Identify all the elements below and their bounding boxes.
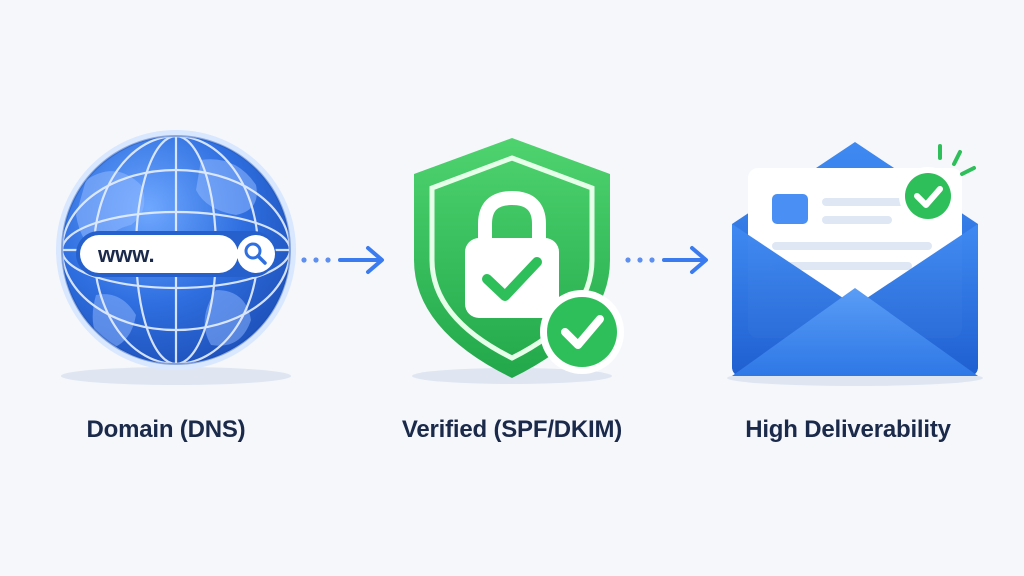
lock-shackle — [478, 190, 546, 249]
globe-search-icon: www. — [56, 130, 296, 385]
verified-badge — [547, 297, 617, 367]
envelope-front-flap — [732, 288, 978, 376]
address-text: www. — [97, 242, 155, 267]
shield-lock-icon — [412, 138, 624, 384]
step-verified: Verified (SPF/DKIM) — [362, 120, 662, 460]
letter-line — [822, 198, 912, 206]
step-label-domain: Domain (DNS) — [86, 416, 246, 443]
shield-inner-border — [429, 155, 595, 361]
lock-body — [465, 238, 559, 318]
letter-line — [772, 262, 912, 270]
search-button — [237, 235, 275, 273]
step-label-verified: Verified (SPF/DKIM) — [401, 416, 623, 443]
step-label-deliverability: High Deliverability — [745, 416, 951, 443]
step-deliverability: High Deliverability — [698, 120, 998, 460]
search-icon — [244, 242, 267, 265]
globe-shadow — [61, 367, 291, 385]
badge-check-icon — [561, 315, 604, 349]
letter-line — [822, 216, 892, 224]
letter-image-icon — [772, 194, 808, 224]
lock-check-icon — [482, 257, 542, 301]
search-input — [80, 235, 238, 273]
sparkle-icon — [938, 144, 976, 176]
letter-line — [772, 242, 932, 250]
dotted-arrow-icon — [301, 246, 384, 274]
delivered-badge — [905, 173, 951, 219]
delivered-check-icon — [914, 186, 943, 208]
dotted-arrow-icon — [625, 246, 708, 274]
envelope-check-icon — [727, 142, 983, 386]
step-domain: www. Domain (DNS) — [16, 120, 316, 460]
